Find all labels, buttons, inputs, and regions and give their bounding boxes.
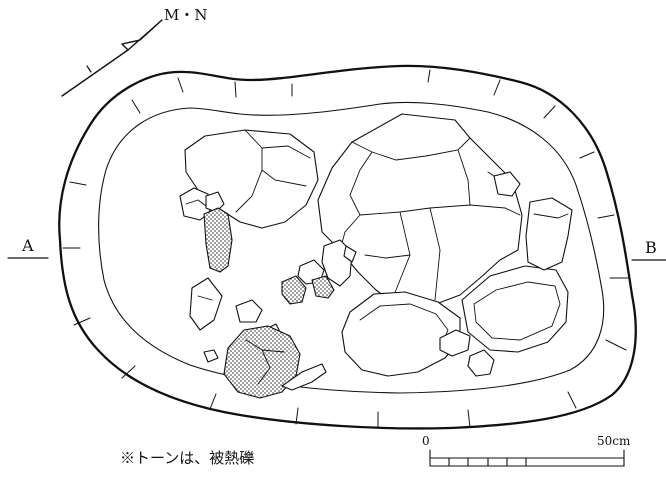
stone-left-small [179,187,233,273]
tone-legend-note: ※トーンは、被熱礫 [120,449,255,467]
flat-stone-elongated [281,363,327,391]
north-arrow [61,19,163,97]
scale-bar [429,449,625,467]
stone-lower-right [461,265,569,353]
slope-hachures [62,69,629,429]
pit-inner-floor [98,101,605,394]
large-stone-block [317,113,523,311]
stone-lower-center [341,291,461,377]
section-label-a: A [22,236,34,255]
scale-start-label: 0 [422,434,430,448]
stone-left-center [189,277,281,363]
section-label-b: B [645,238,657,257]
scale-end-label: 50cm [597,434,631,448]
stone-right-pebbles [439,171,521,377]
stone-right-small [525,197,573,271]
burnt-stone-large [223,325,301,399]
stone-center-small [281,239,357,305]
north-label: M・N [164,6,208,24]
pit-outer-edge [58,64,637,430]
